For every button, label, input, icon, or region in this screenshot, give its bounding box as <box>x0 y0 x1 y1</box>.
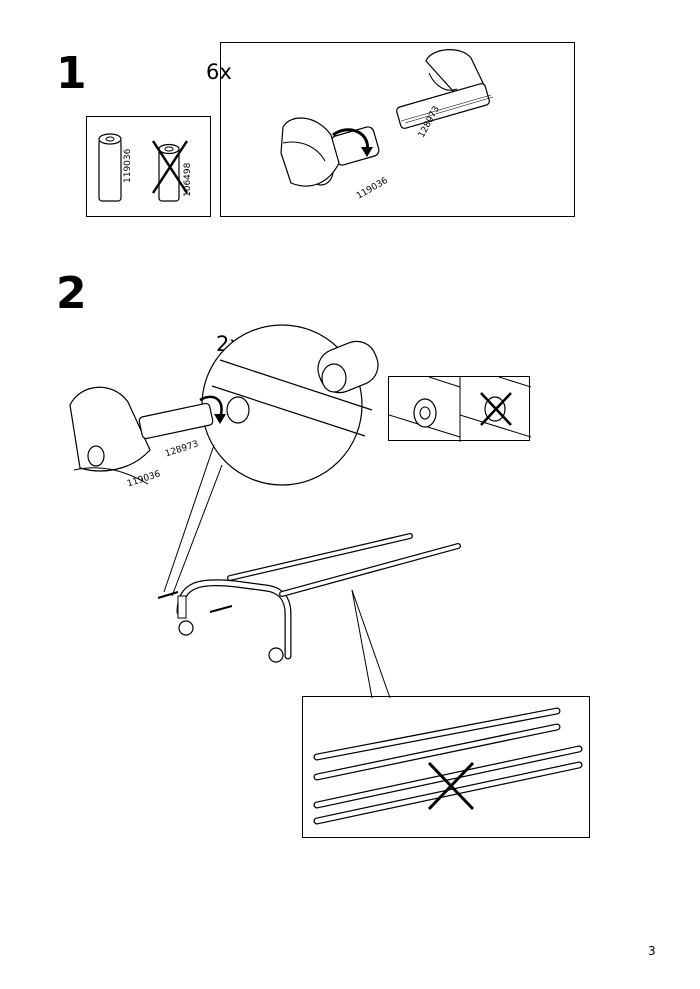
hole-compare-illustration <box>389 377 531 442</box>
threaded-rod-icon <box>396 83 494 129</box>
step-1-number: 1 <box>56 48 87 99</box>
step-2-hole-compare-box <box>388 376 531 442</box>
wrong-hole-icon <box>480 392 512 426</box>
step-2-number: 2 <box>56 268 87 319</box>
correct-part-icon <box>98 133 122 202</box>
step-2-rod-compare-box <box>302 696 590 838</box>
step-1-count: 6x <box>206 60 232 84</box>
wrong-rods-icon <box>313 745 583 825</box>
rod-compare-illustration <box>313 707 583 825</box>
wrong-part-icon <box>151 140 189 202</box>
part-compare-illustration <box>98 133 189 202</box>
step-1-part-compare-box: 119036 106498 <box>86 116 211 217</box>
bolt-assembly-illustration <box>280 49 494 187</box>
page-number: 3 <box>648 944 656 958</box>
correct-rods-icon <box>313 707 561 781</box>
correct-hole-icon <box>413 398 437 428</box>
step-1-assembly-box: 128973 119036 <box>220 42 575 217</box>
